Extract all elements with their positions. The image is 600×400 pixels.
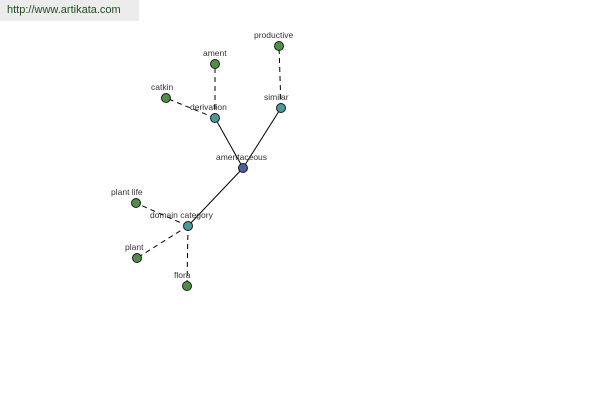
edge-similar-to-productive [278,45,282,109]
node-dot-domain-category[interactable] [183,221,193,231]
node-label-plant[interactable]: plant [125,242,144,252]
graph-edges [135,45,282,287]
graph-nodes: amentaceous derivation similar domain categ… [111,30,293,291]
node-domain-category[interactable]: domain category [150,210,214,231]
node-plant[interactable]: plant [125,242,144,263]
node-label-catkin[interactable]: catkin [151,82,173,92]
edge-amentaceous-to-derivation [214,117,244,169]
node-similar[interactable]: similar [264,92,289,113]
node-catkin[interactable]: catkin [151,82,173,103]
edge-amentaceous-to-similar [242,107,282,169]
node-dot-plant-life[interactable] [131,198,141,208]
node-dot-amentaceous[interactable] [238,163,248,173]
node-dot-catkin[interactable] [161,93,171,103]
node-label-flora[interactable]: flora [174,270,191,280]
node-dot-flora[interactable] [182,281,192,291]
node-plant-life[interactable]: plant life [111,187,143,208]
node-dot-ament[interactable] [210,59,220,69]
node-dot-plant[interactable] [132,253,142,263]
node-ament[interactable]: ament [203,48,227,69]
node-label-amentaceous[interactable]: amentaceous [216,152,267,162]
edge-amentaceous-to-domain-category [187,167,244,227]
node-dot-similar[interactable] [276,103,286,113]
node-amentaceous[interactable]: amentaceous [216,152,267,173]
node-label-ament[interactable]: ament [203,48,227,58]
edge-domain-category-to-plant [136,225,189,259]
edge-domain-category-to-plant-life [135,202,189,227]
node-dot-derivation[interactable] [210,113,220,123]
node-flora[interactable]: flora [174,270,192,291]
node-derivation[interactable]: derivation [190,102,227,123]
node-label-plant-life[interactable]: plant life [111,187,143,197]
edge-domain-category-to-flora [186,225,189,287]
site-url-banner[interactable]: http://www.artikata.com [0,0,139,21]
node-label-domain-category[interactable]: domain category [150,210,214,220]
node-label-derivation[interactable]: derivation [190,102,227,112]
node-label-similar[interactable]: similar [264,92,289,102]
node-productive[interactable]: productive [254,30,293,51]
node-label-productive[interactable]: productive [254,30,293,40]
node-dot-productive[interactable] [274,41,284,51]
